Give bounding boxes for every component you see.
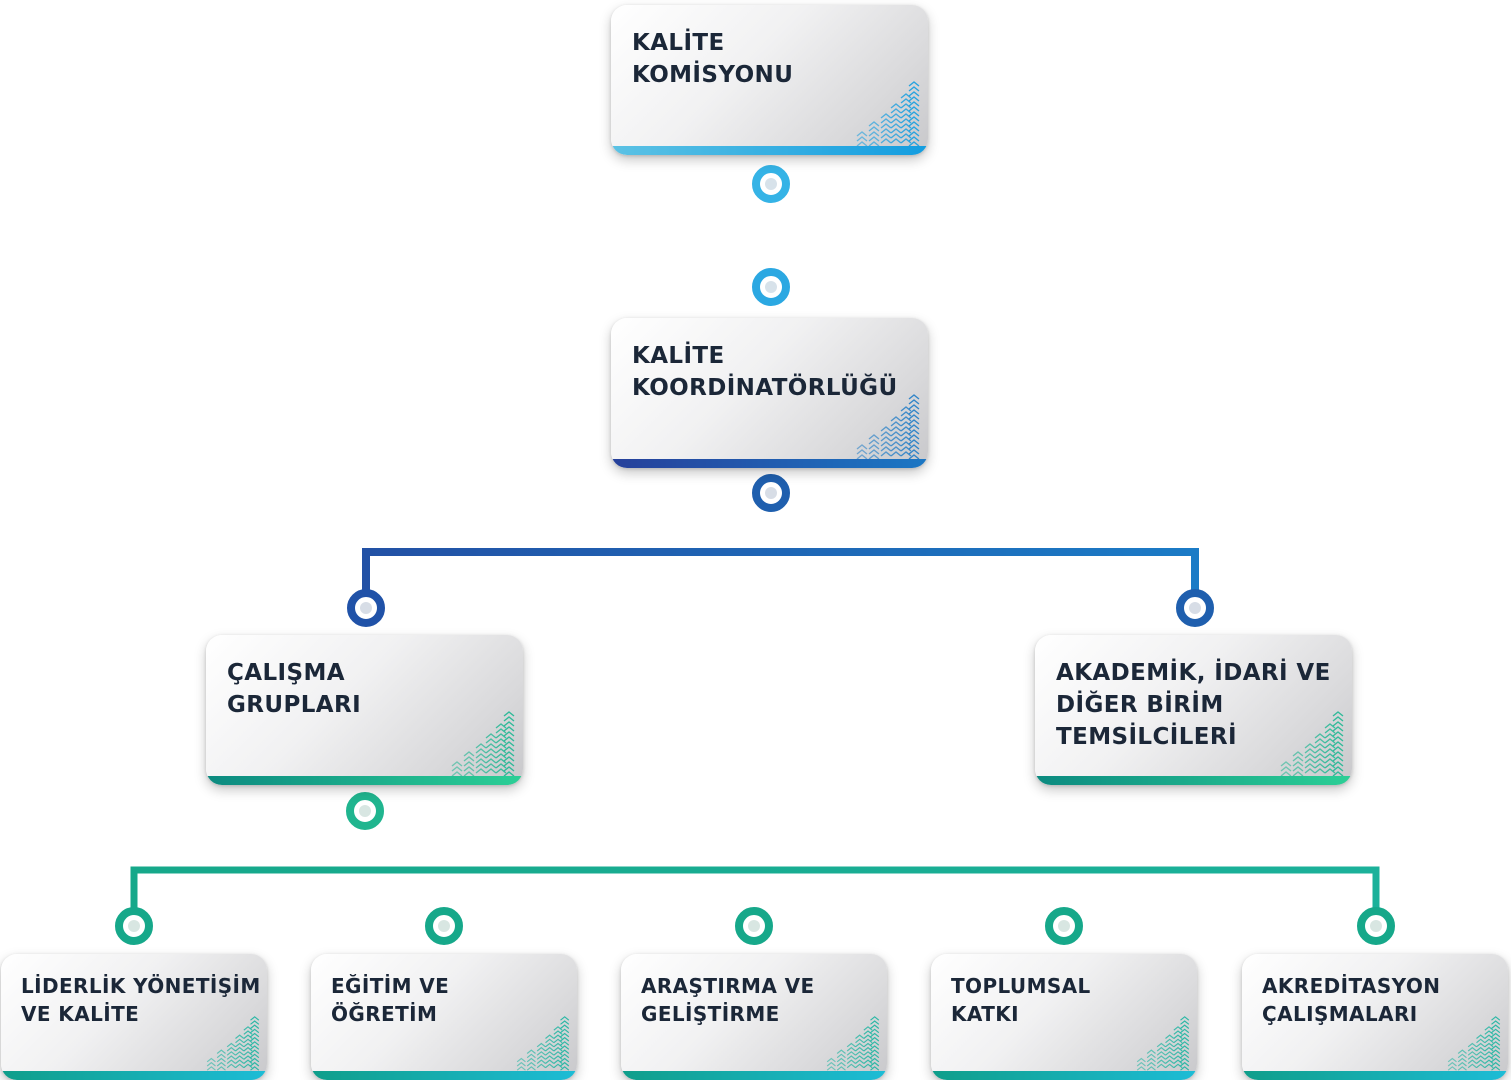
ring-node-icon [735,907,773,945]
node-accent-bar [206,776,523,785]
node-group-research[interactable]: ARAŞTIRMA VE GELİŞTİRME [621,954,887,1080]
chevron-pattern-icon [451,711,515,776]
node-label: TOPLUMSAL KATKI [951,974,1091,1026]
ring-node-icon [346,792,384,830]
ring-node-icon [1176,589,1214,627]
node-unit-representatives[interactable]: AKADEMİK, İDARİ VE DİĞER BİRİM TEMSİLCİL… [1035,635,1352,785]
node-accent-bar [611,459,928,468]
node-label: KALİTE KOMİSYONU [632,30,794,88]
node-label: AKREDİTASYON ÇALIŞMALARI [1262,974,1441,1026]
ring-node-icon [752,474,790,512]
node-label: AKADEMİK, İDARİ VE DİĞER BİRİM TEMSİLCİL… [1056,660,1331,750]
node-group-accreditation[interactable]: AKREDİTASYON ÇALIŞMALARI [1242,954,1508,1080]
node-accent-bar [931,1071,1197,1080]
node-quality-commission[interactable]: KALİTE KOMİSYONU [611,5,928,155]
node-label: EĞİTİM VE ÖĞRETİM [331,974,450,1026]
ring-node-icon [752,268,790,306]
chevron-pattern-icon [856,394,920,459]
node-accent-bar [621,1071,887,1080]
branch-working-groups [130,824,1380,912]
chevron-pattern-icon [826,1016,880,1071]
node-group-social-contribution[interactable]: TOPLUMSAL KATKI [931,954,1197,1080]
node-accent-bar [1035,776,1352,785]
node-accent-bar [311,1071,577,1080]
node-label: ARAŞTIRMA VE GELİŞTİRME [641,974,815,1026]
chevron-pattern-icon [1280,711,1344,776]
chevron-pattern-icon [1136,1016,1190,1071]
node-accent-bar [1,1071,267,1080]
chevron-pattern-icon [856,81,920,146]
node-label: KALİTE KOORDİNATÖRLÜĞÜ [632,343,898,401]
ring-node-icon [752,165,790,203]
ring-node-icon [1357,907,1395,945]
node-working-groups[interactable]: ÇALIŞMA GRUPLARI [206,635,523,785]
node-group-leadership[interactable]: LİDERLİK YÖNETİŞİM VE KALİTE [1,954,267,1080]
node-group-education[interactable]: EĞİTİM VE ÖĞRETİM [311,954,577,1080]
ring-node-icon [347,589,385,627]
ring-node-icon [1045,907,1083,945]
node-label: ÇALIŞMA GRUPLARI [227,660,362,718]
node-accent-bar [1242,1071,1508,1080]
ring-node-icon [115,907,153,945]
branch-coordination [362,505,1199,594]
node-label: LİDERLİK YÖNETİŞİM VE KALİTE [21,974,261,1026]
node-accent-bar [611,146,928,155]
chevron-pattern-icon [206,1016,260,1071]
node-quality-coordination[interactable]: KALİTE KOORDİNATÖRLÜĞÜ [611,318,928,468]
ring-node-icon [425,907,463,945]
chevron-pattern-icon [516,1016,570,1071]
chevron-pattern-icon [1447,1016,1501,1071]
